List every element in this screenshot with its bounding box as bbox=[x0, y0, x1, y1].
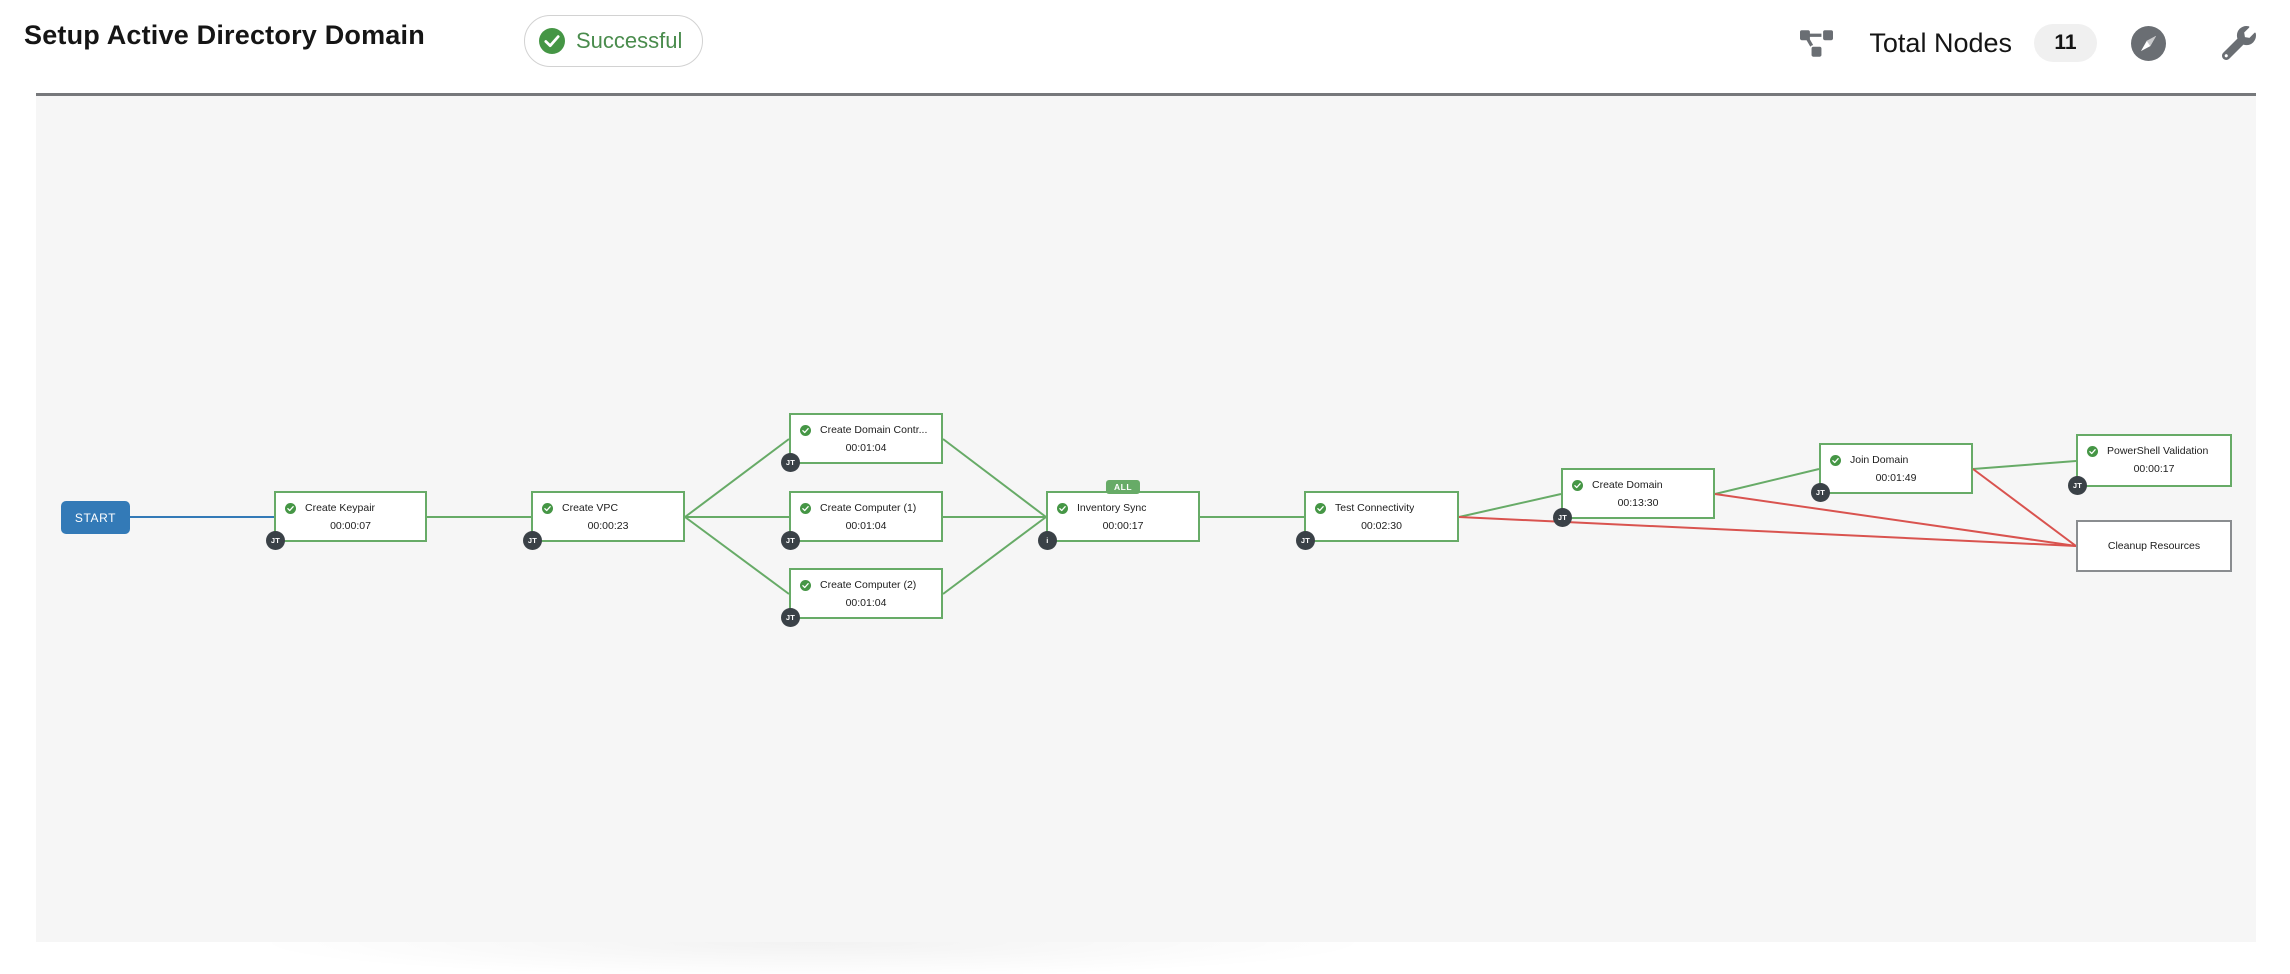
success-check-icon bbox=[800, 502, 811, 514]
workflow-link-success[interactable] bbox=[1714, 468, 1820, 495]
success-check-icon bbox=[1315, 502, 1326, 514]
workflow-link-failure[interactable] bbox=[1972, 468, 2077, 547]
inventory-source-badge: i bbox=[1038, 531, 1057, 550]
node-elapsed-time: 00:01:04 bbox=[845, 520, 887, 532]
workflow-node-create-domain[interactable]: Create Domain 00:13:30 JT bbox=[1553, 468, 1715, 527]
workflow-node-join-domain[interactable]: Join Domain 00:01:49 JT bbox=[1811, 443, 1973, 502]
workflow-link-success[interactable] bbox=[684, 516, 790, 595]
job-template-badge: JT bbox=[523, 531, 542, 550]
success-check-icon bbox=[542, 502, 553, 514]
job-template-badge: JT bbox=[1296, 531, 1315, 550]
node-name: Create VPC bbox=[562, 502, 619, 514]
workflow-link-success[interactable] bbox=[942, 516, 1047, 595]
page-title: Setup Active Directory Domain bbox=[24, 20, 425, 50]
workflow-link-success[interactable] bbox=[1972, 460, 2077, 470]
wrench-tools-icon[interactable] bbox=[2222, 26, 2256, 60]
success-check-icon bbox=[1830, 454, 1841, 466]
start-node[interactable]: START bbox=[61, 501, 130, 534]
node-name: Create Computer (1) bbox=[820, 502, 917, 514]
workflow-link-failure[interactable] bbox=[1458, 516, 2077, 547]
bottom-panel-shadow bbox=[210, 942, 1550, 974]
job-template-badge: JT bbox=[781, 531, 800, 550]
workflow-link-failure[interactable] bbox=[1714, 493, 2077, 547]
success-check-icon bbox=[539, 28, 565, 54]
workflow-link-success[interactable] bbox=[1458, 493, 1562, 518]
workflow-link-success[interactable] bbox=[942, 438, 1047, 518]
node-name: Test Connectivity bbox=[1335, 502, 1415, 514]
node-name: Create Domain Contr... bbox=[820, 424, 928, 436]
node-name: Create Keypair bbox=[305, 502, 376, 514]
job-template-badge: JT bbox=[1811, 483, 1830, 502]
success-check-icon bbox=[800, 424, 811, 436]
job-template-badge: JT bbox=[781, 453, 800, 472]
workflow-links-layer bbox=[130, 438, 2077, 595]
node-name: PowerShell Validation bbox=[2107, 445, 2209, 457]
workflow-link-success[interactable] bbox=[684, 438, 790, 518]
workflow-node-create-vpc[interactable]: Create VPC 00:00:23 JT bbox=[523, 491, 685, 550]
total-nodes-count-badge: 11 bbox=[2034, 24, 2097, 62]
header-divider bbox=[36, 93, 2256, 96]
node-elapsed-time: 00:00:07 bbox=[330, 520, 371, 532]
success-check-icon bbox=[1057, 502, 1068, 514]
workflow-canvas[interactable]: START Create Keypair 00:00:07 JT Create … bbox=[36, 96, 2256, 942]
node-elapsed-time: 00:01:49 bbox=[1875, 472, 1917, 484]
workflow-node-inventory-sync[interactable]: ALL Inventory Sync 00:00:17 i bbox=[1038, 480, 1200, 550]
node-name: Inventory Sync bbox=[1077, 502, 1147, 514]
job-template-badge: JT bbox=[781, 608, 800, 627]
workflow-node-create-computer-2[interactable]: Create Computer (2) 00:01:04 JT bbox=[781, 568, 943, 627]
convergence-all-badge: ALL bbox=[1105, 480, 1141, 494]
workflow-node-create-domain-controller[interactable]: Create Domain Contr... 00:01:04 JT bbox=[781, 413, 943, 472]
job-template-badge: JT bbox=[2068, 476, 2087, 495]
header-toolbar: Total Nodes 11 bbox=[1800, 24, 2256, 62]
status-badge[interactable]: Successful bbox=[524, 15, 704, 67]
node-name: Cleanup Resources bbox=[2107, 540, 2201, 552]
success-check-icon bbox=[285, 502, 296, 514]
total-nodes-label: Total Nodes bbox=[1869, 27, 2012, 58]
workflow-node-test-connectivity[interactable]: Test Connectivity 00:02:30 JT bbox=[1296, 491, 1459, 550]
node-name: Create Domain bbox=[1592, 479, 1663, 491]
node-name: Join Domain bbox=[1850, 454, 1909, 466]
success-check-icon bbox=[800, 579, 811, 591]
node-elapsed-time: 00:00:17 bbox=[2133, 463, 2175, 475]
workflow-node-powershell-validation[interactable]: PowerShell Validation 00:00:17 JT bbox=[2068, 434, 2232, 495]
status-badge-label: Successful bbox=[576, 28, 683, 53]
compass-zoom-fit-icon[interactable] bbox=[2131, 25, 2166, 61]
workflow-node-create-keypair[interactable]: Create Keypair 00:00:07 JT bbox=[266, 491, 427, 550]
node-elapsed-time: 00:13:30 bbox=[1617, 497, 1659, 509]
project-diagram-icon bbox=[1800, 29, 1834, 57]
node-name: Create Computer (2) bbox=[820, 579, 917, 591]
success-check-icon bbox=[2087, 445, 2098, 457]
job-template-badge: JT bbox=[266, 531, 285, 550]
node-elapsed-time: 00:00:23 bbox=[587, 520, 629, 532]
success-check-icon bbox=[1572, 479, 1583, 491]
node-elapsed-time: 00:01:04 bbox=[845, 597, 887, 609]
node-elapsed-time: 00:00:17 bbox=[1102, 520, 1144, 532]
node-elapsed-time: 00:02:30 bbox=[1361, 520, 1402, 532]
workflow-node-create-computer-1[interactable]: Create Computer (1) 00:01:04 JT bbox=[781, 491, 943, 550]
workflow-node-cleanup-resources[interactable]: Cleanup Resources bbox=[2076, 520, 2232, 572]
job-template-badge: JT bbox=[1553, 508, 1572, 527]
node-elapsed-time: 00:01:04 bbox=[845, 442, 887, 454]
